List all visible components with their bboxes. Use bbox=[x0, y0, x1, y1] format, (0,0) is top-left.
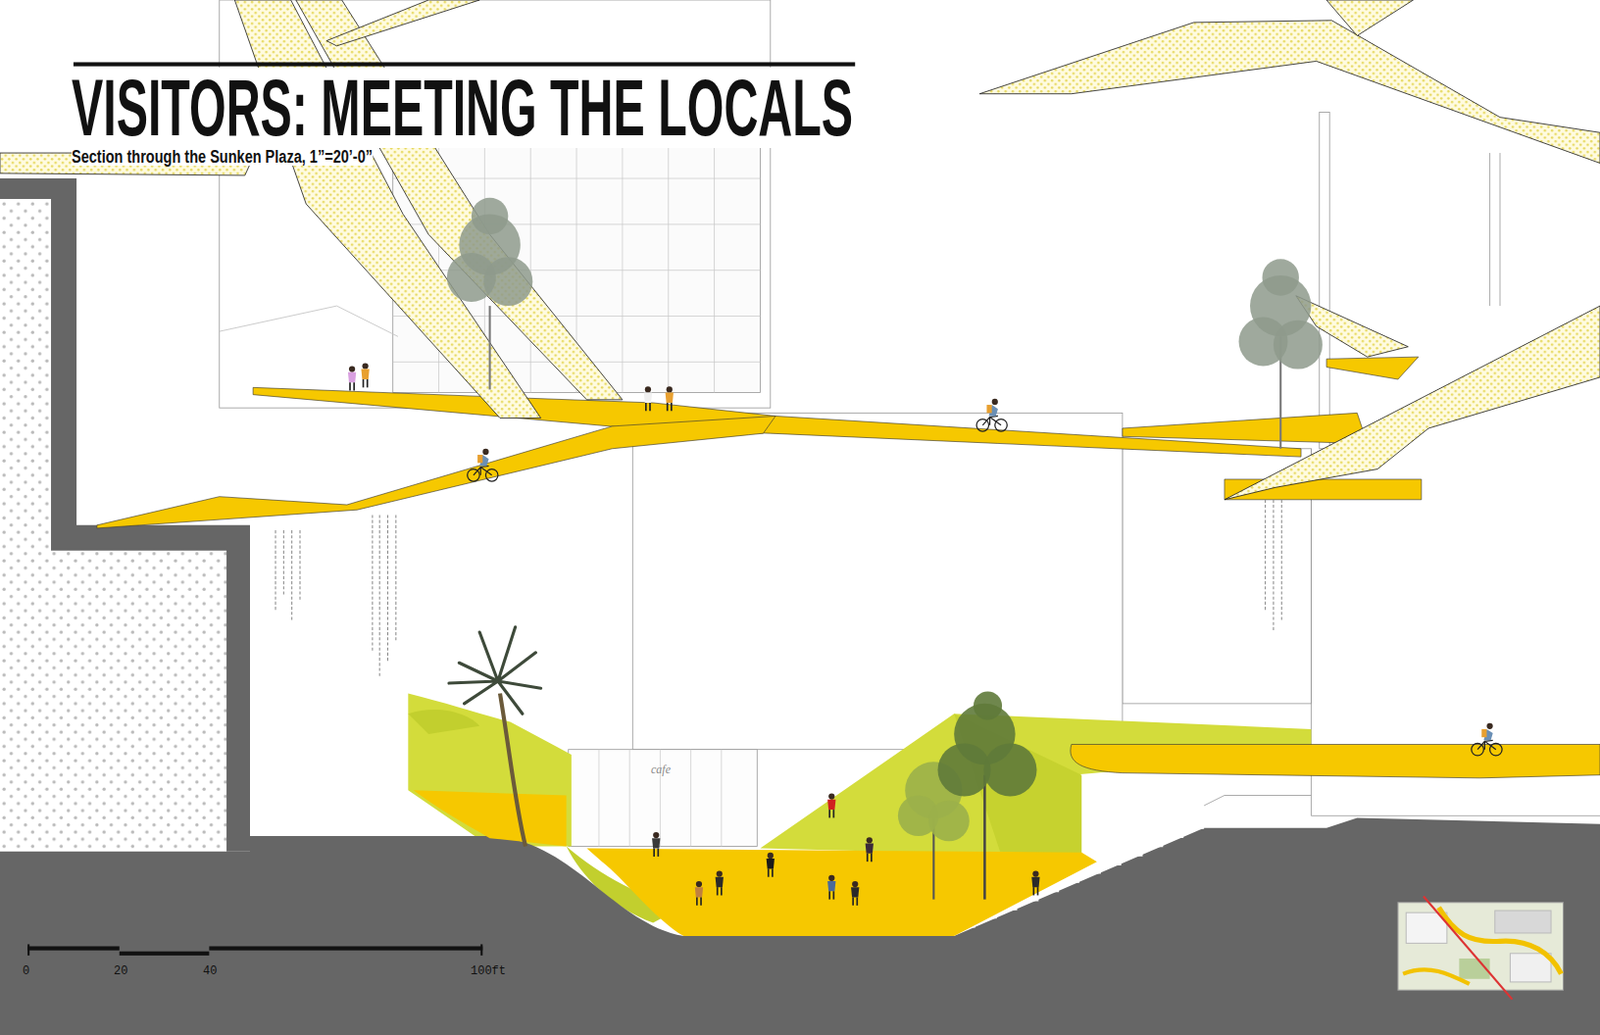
scale-number: 40 bbox=[202, 965, 217, 978]
walkways-part bbox=[252, 387, 1301, 457]
ground-section bbox=[0, 817, 1600, 1035]
people-part bbox=[651, 832, 660, 857]
people-part bbox=[827, 875, 836, 900]
scale-bar-part bbox=[27, 944, 30, 955]
trees bbox=[447, 198, 1323, 900]
key-map-part bbox=[1398, 902, 1564, 991]
scale-number: 0 bbox=[22, 965, 30, 978]
trees-part bbox=[1261, 258, 1299, 296]
key-map-part bbox=[1423, 897, 1513, 1000]
title-rule bbox=[73, 61, 855, 66]
trees-part bbox=[928, 800, 970, 843]
canopy-shards-part bbox=[1224, 305, 1600, 500]
trees-part bbox=[489, 305, 492, 390]
people-part bbox=[644, 386, 652, 411]
lawn-slopes-part bbox=[407, 693, 572, 847]
key-map-part bbox=[1439, 907, 1562, 975]
walkways-part bbox=[1122, 412, 1368, 444]
scale-bar-part bbox=[27, 946, 120, 950]
people-part bbox=[766, 852, 775, 878]
people-part bbox=[1031, 870, 1040, 896]
people-part bbox=[715, 870, 724, 896]
trees-part bbox=[500, 693, 526, 847]
walkways-part bbox=[1326, 356, 1419, 380]
buildings-part bbox=[1490, 152, 1500, 306]
title-rule-part bbox=[73, 61, 855, 66]
trees-part bbox=[1273, 320, 1323, 370]
buildings-part bbox=[599, 750, 722, 848]
people-part bbox=[467, 449, 499, 482]
shop-sign: cafe bbox=[650, 763, 671, 776]
buildings-part bbox=[632, 412, 1123, 750]
scale-bar-part bbox=[119, 951, 210, 956]
people-part bbox=[1471, 723, 1502, 756]
key-map-part bbox=[1402, 969, 1470, 985]
people-part bbox=[850, 881, 859, 906]
canopy-shards-part bbox=[296, 0, 623, 400]
canopy-shards-part bbox=[326, 0, 480, 47]
key-map bbox=[1398, 897, 1564, 1000]
drawing-caption: Section through the Sunken Plaza, 1”=20’… bbox=[71, 148, 373, 166]
plaza-floor-part bbox=[413, 790, 567, 847]
buildings-part bbox=[1203, 796, 1311, 806]
plaza-floor bbox=[413, 790, 1098, 937]
people-part bbox=[665, 386, 674, 411]
people-part bbox=[827, 793, 836, 818]
canopy-shards-part bbox=[1326, 0, 1413, 36]
buildings-part bbox=[219, 305, 399, 337]
key-map-part bbox=[1495, 910, 1551, 934]
sheet-title: VISITORS: MEETING THE LOCALS bbox=[71, 67, 853, 149]
trees-part bbox=[449, 627, 542, 714]
scale-number: 20 bbox=[113, 965, 128, 978]
canopy-shards-part bbox=[979, 20, 1600, 164]
scale-bar-part bbox=[208, 946, 483, 950]
people-part bbox=[360, 362, 369, 388]
hanging-vines bbox=[275, 500, 1282, 679]
scale-bar bbox=[27, 944, 483, 955]
people bbox=[348, 362, 1502, 905]
hanging-vines-part bbox=[372, 514, 397, 678]
scale-bar-part bbox=[480, 944, 483, 955]
canopy-shards bbox=[0, 0, 1600, 500]
walkways-part bbox=[97, 415, 776, 528]
trees-part bbox=[983, 743, 1037, 797]
trees-part bbox=[938, 743, 992, 797]
scale-number: 100ft bbox=[470, 965, 506, 978]
people-part bbox=[976, 399, 1007, 432]
key-map-part bbox=[1509, 953, 1551, 983]
people-part bbox=[865, 837, 874, 862]
walkways-part bbox=[1070, 744, 1600, 778]
buildings-part bbox=[1319, 111, 1330, 449]
hanging-vines-part bbox=[1265, 500, 1283, 633]
trees-part bbox=[471, 198, 508, 235]
trees-part bbox=[483, 256, 533, 306]
plaza-floor-part bbox=[586, 849, 1097, 937]
hanging-vines-part bbox=[275, 530, 300, 623]
people-part bbox=[695, 881, 703, 906]
walkways bbox=[97, 356, 1600, 779]
trees-part bbox=[983, 775, 986, 900]
lawn-slopes-part bbox=[407, 709, 480, 735]
ground-section-part bbox=[0, 817, 1600, 1035]
buildings-part bbox=[568, 750, 758, 848]
trees-part bbox=[973, 691, 1002, 720]
people-part bbox=[348, 366, 356, 392]
